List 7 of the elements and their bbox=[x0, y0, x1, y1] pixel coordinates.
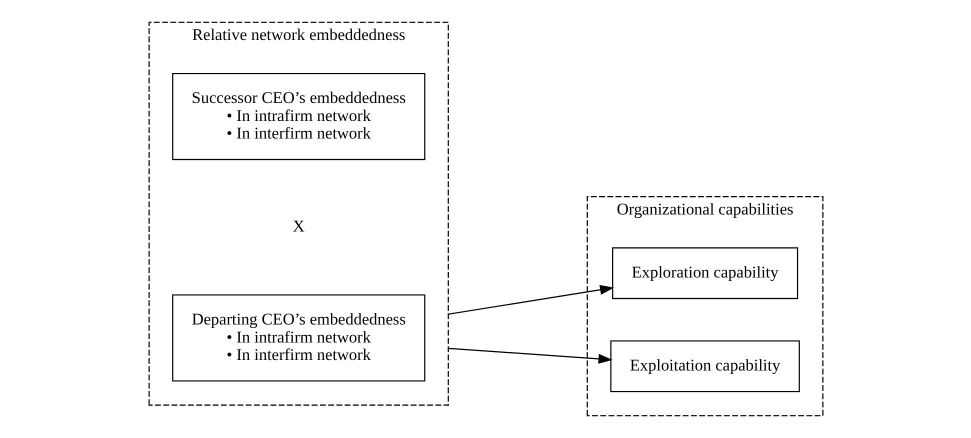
node-box: Departing CEO’s embeddedness • In intrafirm network • In interfirm network bbox=[172, 294, 425, 382]
label: X bbox=[292, 216, 304, 236]
arrow bbox=[448, 348, 612, 364]
node-box: Exploitation capability bbox=[610, 340, 800, 392]
arrow bbox=[448, 284, 614, 315]
node-box: Exploration capability bbox=[612, 247, 798, 300]
node-box: Successor CEO’s embeddedness • In intrafirm network • In interfirm network bbox=[172, 72, 425, 160]
